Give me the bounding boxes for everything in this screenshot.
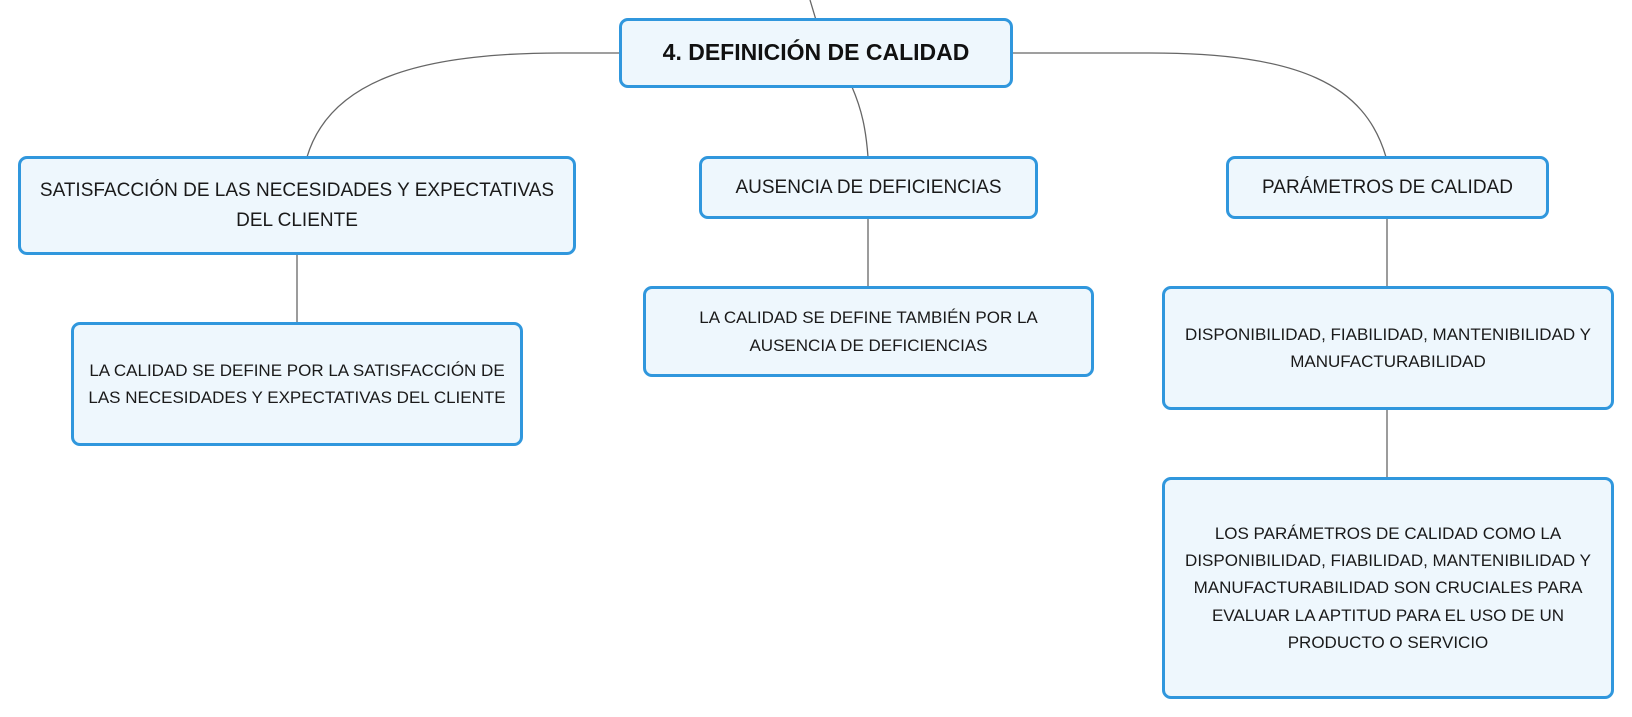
subtopic-parametros-detail-node[interactable]: LOS PARÁMETROS DE CALIDAD COMO LA DISPON… [1162,477,1614,699]
topic-satisfaccion-label: SATISFACCIÓN DE LAS NECESIDADES Y EXPECT… [39,180,555,231]
subtopic-parametros-detail-label: LOS PARÁMETROS DE CALIDAD COMO LA DISPON… [1185,524,1591,652]
subtopic-disponibilidad-label: DISPONIBILIDAD, FIABILIDAD, MANTENIBILID… [1185,324,1591,371]
subtopic-ausencia-detail-label: LA CALIDAD SE DEFINE TAMBIÉN POR LA AUSE… [699,308,1038,355]
topic-satisfaccion-node[interactable]: SATISFACCIÓN DE LAS NECESIDADES Y EXPECT… [18,156,576,255]
connector-root-to-satisfaccion [306,52,620,158]
subtopic-satisfaccion-detail-node[interactable]: LA CALIDAD SE DEFINE POR LA SATISFACCIÓN… [71,322,523,446]
subtopic-satisfaccion-detail-label: LA CALIDAD SE DEFINE POR LA SATISFACCIÓN… [88,360,506,407]
root-topic-node[interactable]: 4. DEFINICIÓN DE CALIDAD [619,18,1013,88]
topic-ausencia-label: AUSENCIA DE DEFICIENCIAS [735,176,1002,198]
topic-parametros-label: PARÁMETROS DE CALIDAD [1262,176,1513,198]
connector-root-to-ausencia [851,86,869,158]
subtopic-ausencia-detail-node[interactable]: LA CALIDAD SE DEFINE TAMBIÉN POR LA AUSE… [643,286,1094,377]
subtopic-disponibilidad-node[interactable]: DISPONIBILIDAD, FIABILIDAD, MANTENIBILID… [1162,286,1614,410]
connector-root-to-parametros [1012,52,1387,158]
connector-parent-to-root [809,0,817,21]
topic-ausencia-node[interactable]: AUSENCIA DE DEFICIENCIAS [699,156,1038,219]
root-topic-label: 4. DEFINICIÓN DE CALIDAD [662,39,970,66]
topic-parametros-node[interactable]: PARÁMETROS DE CALIDAD [1226,156,1549,219]
